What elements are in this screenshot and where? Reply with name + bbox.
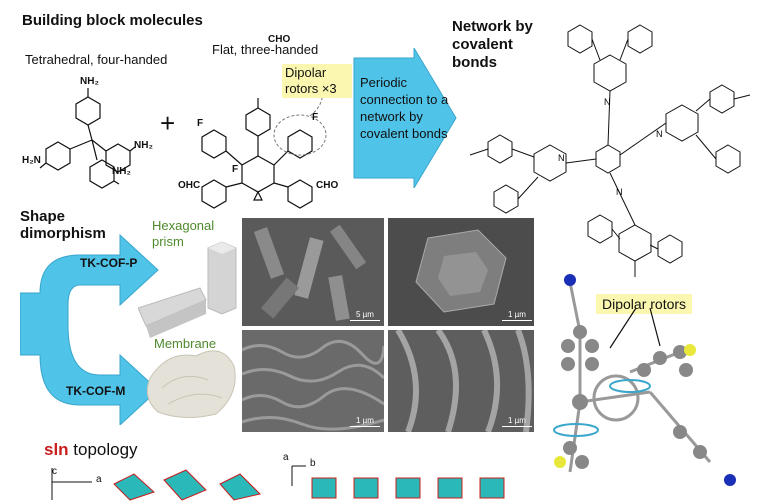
cho-top: CHO bbox=[268, 34, 291, 45]
fluorine-1: F bbox=[197, 118, 204, 129]
svg-text:N: N bbox=[604, 97, 611, 107]
dipolar-rotors-note: Dipolar rotors ×3 bbox=[282, 64, 352, 98]
dipolar-rotors-label: Dipolar rotors bbox=[596, 294, 693, 314]
scale-1um-top: 1 µm bbox=[502, 310, 532, 321]
axis-a-left: a bbox=[96, 474, 102, 485]
svg-text:N: N bbox=[656, 129, 663, 139]
plus-sign: + bbox=[160, 108, 176, 138]
sem-membrane-overview: 1 µm bbox=[242, 330, 384, 432]
fluorine-3: F bbox=[312, 112, 319, 123]
topology-prefix: sln bbox=[44, 440, 69, 459]
nh2-bottom: NH₂ bbox=[112, 166, 131, 177]
nh2-right: NH₂ bbox=[134, 140, 153, 151]
prism-label: Hexagonal prism bbox=[152, 218, 215, 249]
scale-1um-left: 1 µm bbox=[350, 416, 380, 427]
axis-b-right: b bbox=[310, 458, 316, 469]
tetrahedral-label: Tetrahedral, four-handed bbox=[25, 52, 168, 67]
membrane-label: Membrane bbox=[154, 336, 217, 351]
axis-a-right: a bbox=[283, 452, 289, 463]
topology-views bbox=[51, 465, 505, 501]
network-structure: N N N N bbox=[469, 24, 751, 277]
topology-suffix: topology bbox=[68, 440, 138, 459]
nh2-top: NH₂ bbox=[80, 76, 99, 87]
sem-prism-overview: 5 µm bbox=[242, 218, 384, 326]
shape-title: Shape dimorphism bbox=[20, 208, 106, 242]
cho-right: CHO bbox=[316, 180, 339, 191]
building-block-structures bbox=[39, 77, 327, 209]
ohc-left: OHC bbox=[178, 180, 201, 191]
arrow-text: Periodic connection to a network by cova… bbox=[360, 75, 449, 141]
rotor-model bbox=[553, 274, 736, 486]
topology-title: sln topology bbox=[44, 440, 138, 460]
cof-p-label: TK-COF-P bbox=[80, 256, 138, 270]
fluorine-2: F bbox=[232, 164, 239, 175]
flat-label: Flat, three-handed bbox=[212, 42, 319, 57]
h2n-left: H₂N bbox=[22, 155, 41, 166]
cof-m-label: TK-COF-M bbox=[66, 384, 126, 398]
sem-prism-closeup: 1 µm bbox=[388, 218, 534, 326]
svg-text:N: N bbox=[558, 153, 565, 163]
sem-membrane-closeup: 1 µm bbox=[388, 330, 534, 432]
scale-5um: 5 µm bbox=[350, 310, 380, 321]
network-title: Network by covalent bonds bbox=[452, 18, 533, 71]
building-block-title: Building block molecules bbox=[22, 12, 203, 29]
connection-arrow bbox=[353, 48, 457, 188]
branch-arrow bbox=[20, 233, 159, 425]
scale-1um-right: 1 µm bbox=[502, 416, 532, 427]
svg-text:N: N bbox=[616, 187, 623, 197]
crystal-models bbox=[138, 241, 237, 418]
axis-c-left: c bbox=[52, 466, 57, 477]
